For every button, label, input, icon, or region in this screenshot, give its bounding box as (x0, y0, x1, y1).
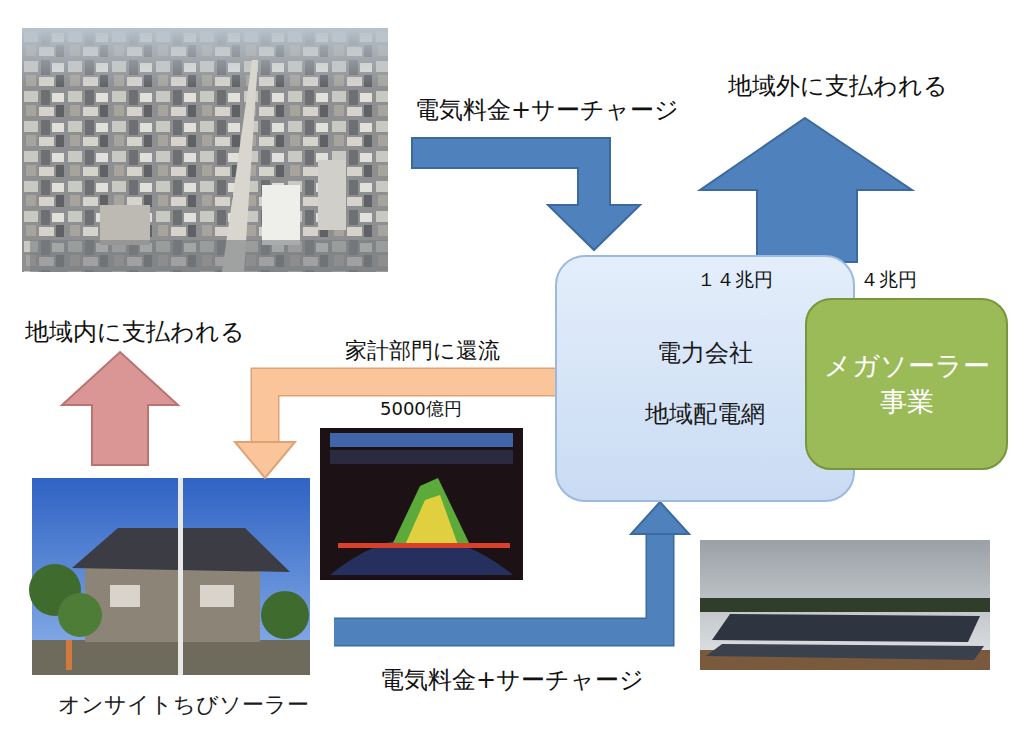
house-wall (85, 560, 260, 642)
tree (58, 593, 102, 637)
tall-building (262, 185, 300, 245)
flow-arrow (334, 502, 689, 632)
treeline (700, 598, 990, 612)
arrow-body (265, 382, 555, 442)
tree (261, 591, 309, 639)
city-haze (22, 28, 388, 88)
arrow-head (235, 442, 295, 478)
amount-label: 5000億円 (380, 398, 462, 420)
rail-yard (30, 240, 388, 272)
city-blocks (22, 28, 388, 272)
house-photo (29, 478, 310, 675)
monitor-header (330, 433, 513, 447)
monitor-photo (320, 428, 523, 580)
monitor-values (330, 450, 513, 464)
amount-label: １４兆円 (697, 268, 773, 291)
arrow-outline (265, 382, 555, 442)
edge-label: 家計部門に還流 (345, 338, 500, 364)
arrow-body (334, 534, 660, 632)
utility-pole (178, 478, 183, 675)
panel-row (706, 644, 984, 660)
edge-label: 電気料金+サーチャージ (380, 666, 644, 695)
payment-arrow (412, 138, 640, 250)
house-window (200, 585, 234, 607)
photo-caption: オンサイトちびソーラー (32, 692, 334, 718)
sign-post (66, 640, 72, 670)
megasolar-box: メガソーラー 事業 (805, 298, 1008, 470)
monitor-globe (330, 538, 513, 576)
tall-building (100, 205, 150, 245)
megasolar-text: メガソーラー 事業 (817, 348, 996, 421)
arrow-head (631, 502, 689, 534)
amount-label: ４兆円 (860, 268, 917, 291)
solar-field-photo (700, 540, 990, 670)
onsite-solar-node: オンサイトちびソーラー (32, 478, 334, 727)
amount-label: 地域外に支払われる (728, 72, 948, 101)
city-photo (22, 28, 388, 272)
amount-label: 電気料金+サーチャージ (415, 96, 679, 125)
generation-curve (392, 478, 470, 545)
house-window (110, 585, 140, 607)
panel-row (712, 614, 980, 642)
house-ground (32, 640, 310, 675)
generation-core (405, 495, 458, 545)
inflow-arrow (62, 352, 178, 465)
monitor-frame (320, 428, 523, 580)
outflow-arrow (700, 118, 912, 262)
tall-building (318, 160, 346, 230)
arrow-outline (334, 534, 660, 632)
flow-arrow (235, 382, 555, 478)
amount-label: 地域内に支払われる (25, 318, 245, 347)
cloudy-sky (700, 540, 990, 670)
consumption-line (338, 543, 510, 548)
